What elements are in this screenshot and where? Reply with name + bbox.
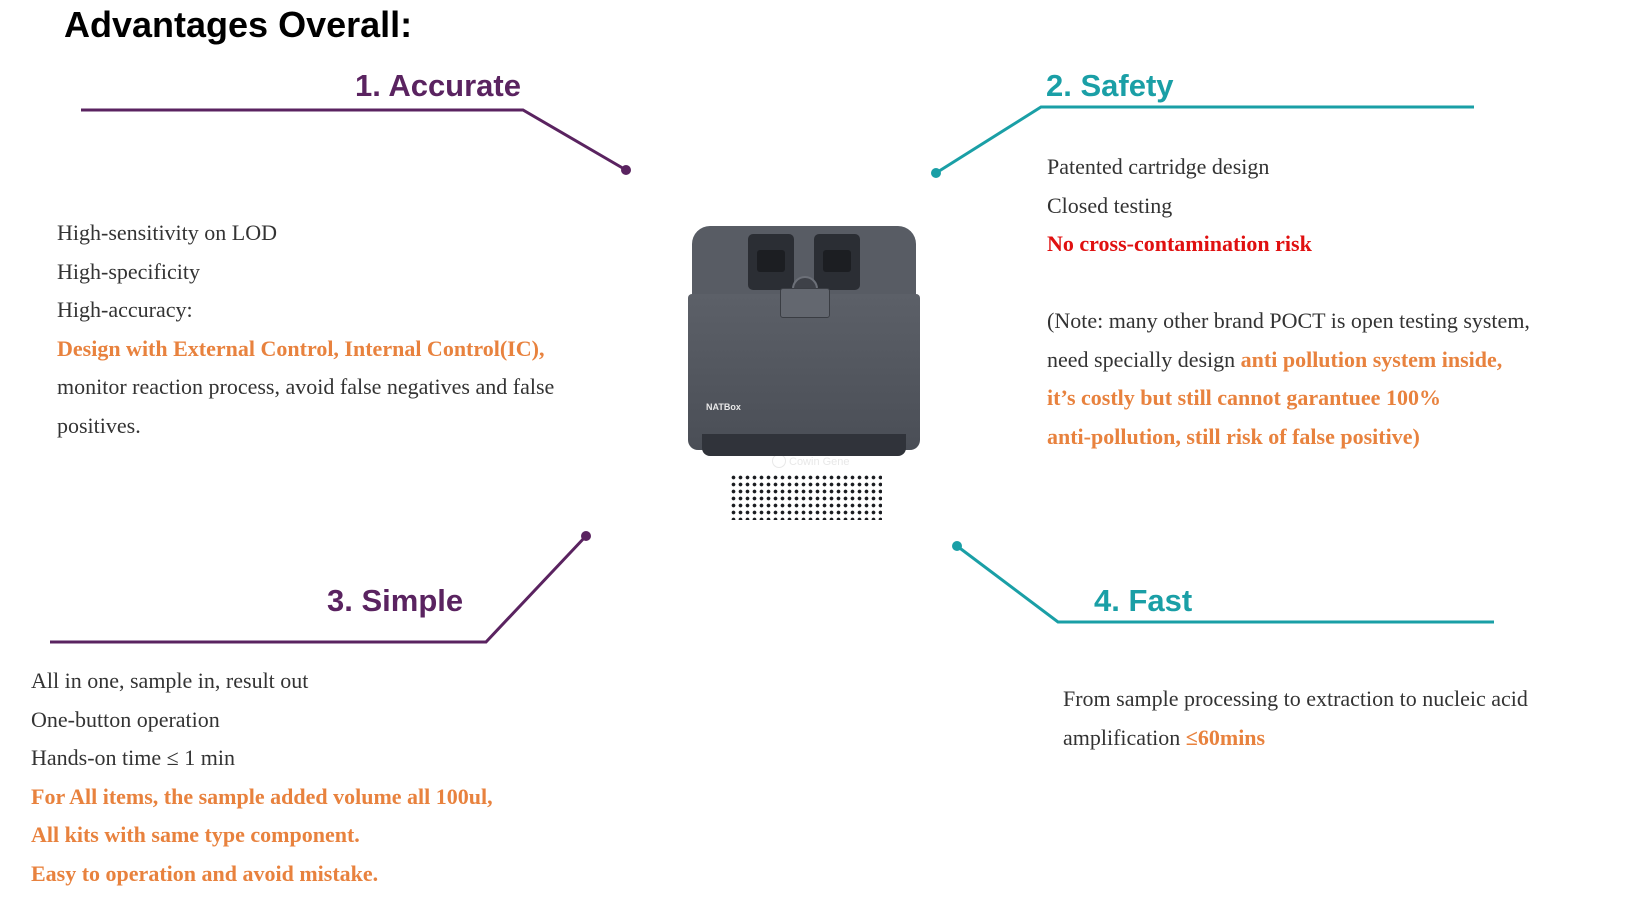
accurate-highlight-line: Design with External Control, Internal C… [57,335,545,361]
device-body: NATBox Cowin Gene [688,294,920,520]
device-base [702,434,906,456]
natbox-device-image: NATBox Cowin Gene [686,220,922,520]
safety-risk-line: No cross-contamination risk [1047,231,1312,256]
page-title: Advantages Overall: [64,4,413,45]
safety-note-line: (Note: many other brand POCT is open tes… [1047,308,1530,333]
accurate-line: monitor reaction process, avoid false ne… [57,374,555,399]
fast-text: From sample processing to extraction to … [1063,680,1528,757]
simple-line: All in one, sample in, result out [31,668,309,693]
vent-grille [730,474,882,520]
accurate-line: High-sensitivity on LOD [57,220,277,245]
simple-connector-dot [581,531,591,541]
accurate-text: High-sensitivity on LOD High-specificity… [57,214,554,445]
simple-line: Hands-on time ≤ 1 min [31,745,235,770]
fast-line: amplification ≤60mins [1063,719,1528,758]
brand-logo-icon [772,454,786,468]
simple-highlight-line: Easy to operation and avoid mistake. [31,860,379,886]
fast-heading: 4. Fast [1094,583,1193,618]
safety-note-line: need specially design anti pollution sys… [1047,341,1530,380]
accurate-line: High-specificity [57,258,200,284]
accurate-connector-line [81,108,627,172]
accurate-line: High-accuracy: [57,297,193,322]
fast-line: From sample processing to extraction to … [1063,686,1528,711]
device-front-tab [780,288,830,318]
simple-heading: 3. Simple [327,583,464,618]
fast-connector-dot [952,541,962,551]
accurate-line: positives. [57,412,141,438]
safety-note-highlight: anti pollution system inside, [1240,346,1503,372]
safety-heading: 2. Safety [1046,68,1174,103]
safety-connector-line [935,105,1474,175]
safety-line: Closed testing [1047,192,1173,218]
simple-connector-line [50,534,588,644]
safety-note-line: anti-pollution, still risk of false posi… [1047,423,1420,449]
safety-text: Patented cartridge design Closed testing… [1047,148,1530,456]
fast-text-plain: amplification [1063,724,1186,750]
simple-highlight-line: All kits with same type component. [31,822,360,847]
safety-note-line: it’s costly but still cannot garantuee 1… [1047,385,1441,410]
safety-connector-dot [931,168,941,178]
safety-line: Patented cartridge design [1047,154,1270,179]
cartridge-slot [748,234,794,290]
fast-time-highlight: ≤60mins [1185,724,1266,750]
simple-text: All in one, sample in, result out One-bu… [31,662,493,893]
simple-highlight-line: For All items, the sample added volume a… [31,783,493,809]
device-brand-label: Cowin Gene [772,454,850,468]
accurate-heading: 1. Accurate [355,68,521,103]
cartridge-slot [814,234,860,290]
accurate-connector-dot [621,165,631,175]
device-brand-text: Cowin Gene [789,456,850,468]
safety-note-text: need specially design [1047,346,1241,372]
simple-line: One-button operation [31,706,220,732]
fast-connector-line [956,544,1494,624]
device-model-label: NATBox [706,402,741,412]
